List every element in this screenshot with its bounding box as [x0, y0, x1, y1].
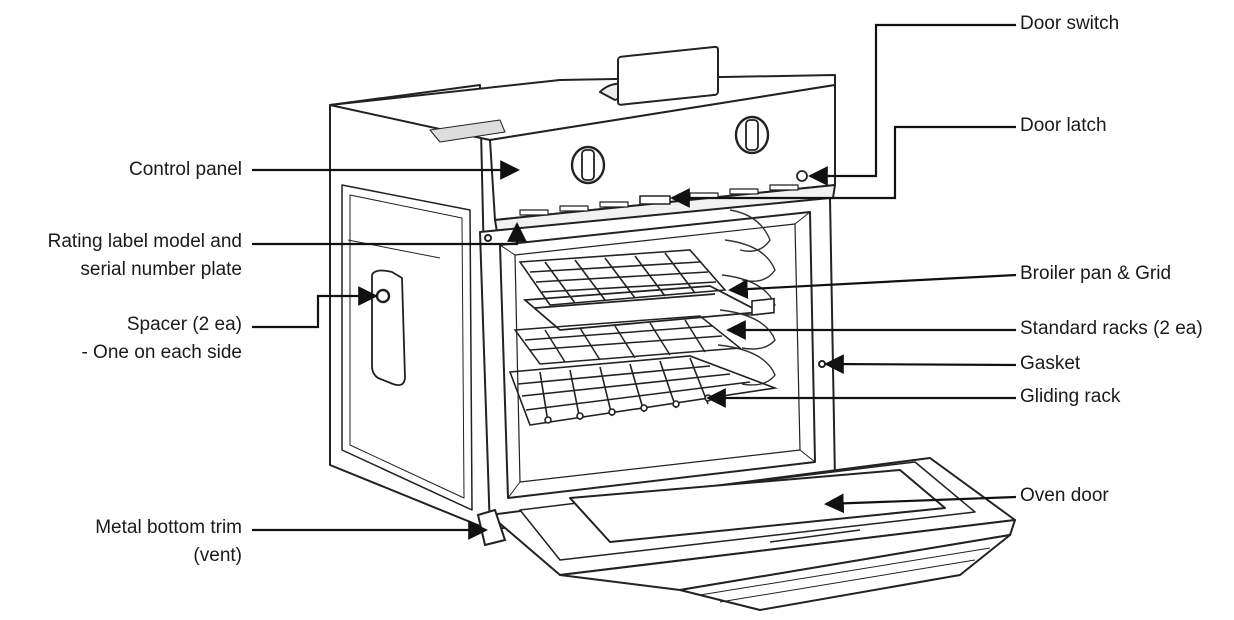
left-knob-icon	[570, 145, 606, 185]
label-broiler-pan: Broiler pan & Grid	[1020, 263, 1172, 284]
spacer-screw-icon	[375, 288, 391, 304]
label-gliding-rack: Gliding rack	[1020, 386, 1121, 407]
oven-side-panel	[329, 84, 491, 531]
leader-door-latch	[670, 125, 1016, 208]
standard-rack-lower	[513, 315, 742, 365]
label-rating-line1: Rating label model and	[47, 231, 242, 252]
label-gasket: Gasket	[1020, 353, 1081, 374]
label-rating-line2: serial number plate	[80, 259, 242, 280]
leader-rating-label	[252, 222, 527, 246]
leader-gasket	[824, 354, 1017, 374]
label-control-panel: Control panel	[128, 159, 242, 180]
oven-door	[489, 457, 1016, 611]
display-screen	[617, 45, 719, 106]
label-metal-trim-line2: (vent)	[193, 545, 242, 566]
leader-spacer	[252, 286, 378, 329]
label-door-switch: Door switch	[1020, 13, 1120, 34]
leader-oven-door	[824, 493, 1017, 514]
leader-broiler-pan	[728, 273, 1017, 299]
label-oven-door: Oven door	[1020, 485, 1109, 506]
door-latch-icon	[639, 195, 671, 205]
control-panel	[489, 45, 836, 233]
label-standard-racks: Standard racks (2 ea)	[1020, 318, 1203, 339]
label-metal-trim-line1: Metal bottom trim	[95, 517, 242, 538]
label-door-latch: Door latch	[1020, 115, 1107, 136]
door-switch-icon	[796, 170, 808, 182]
leader-door-switch	[808, 23, 1016, 186]
label-spacer-line1: Spacer (2 ea)	[126, 314, 242, 335]
label-spacer-line2: - One on each side	[81, 342, 242, 363]
right-knob-icon	[734, 115, 770, 155]
standard-rack-upper	[518, 249, 727, 306]
leader-lines	[252, 23, 1017, 540]
